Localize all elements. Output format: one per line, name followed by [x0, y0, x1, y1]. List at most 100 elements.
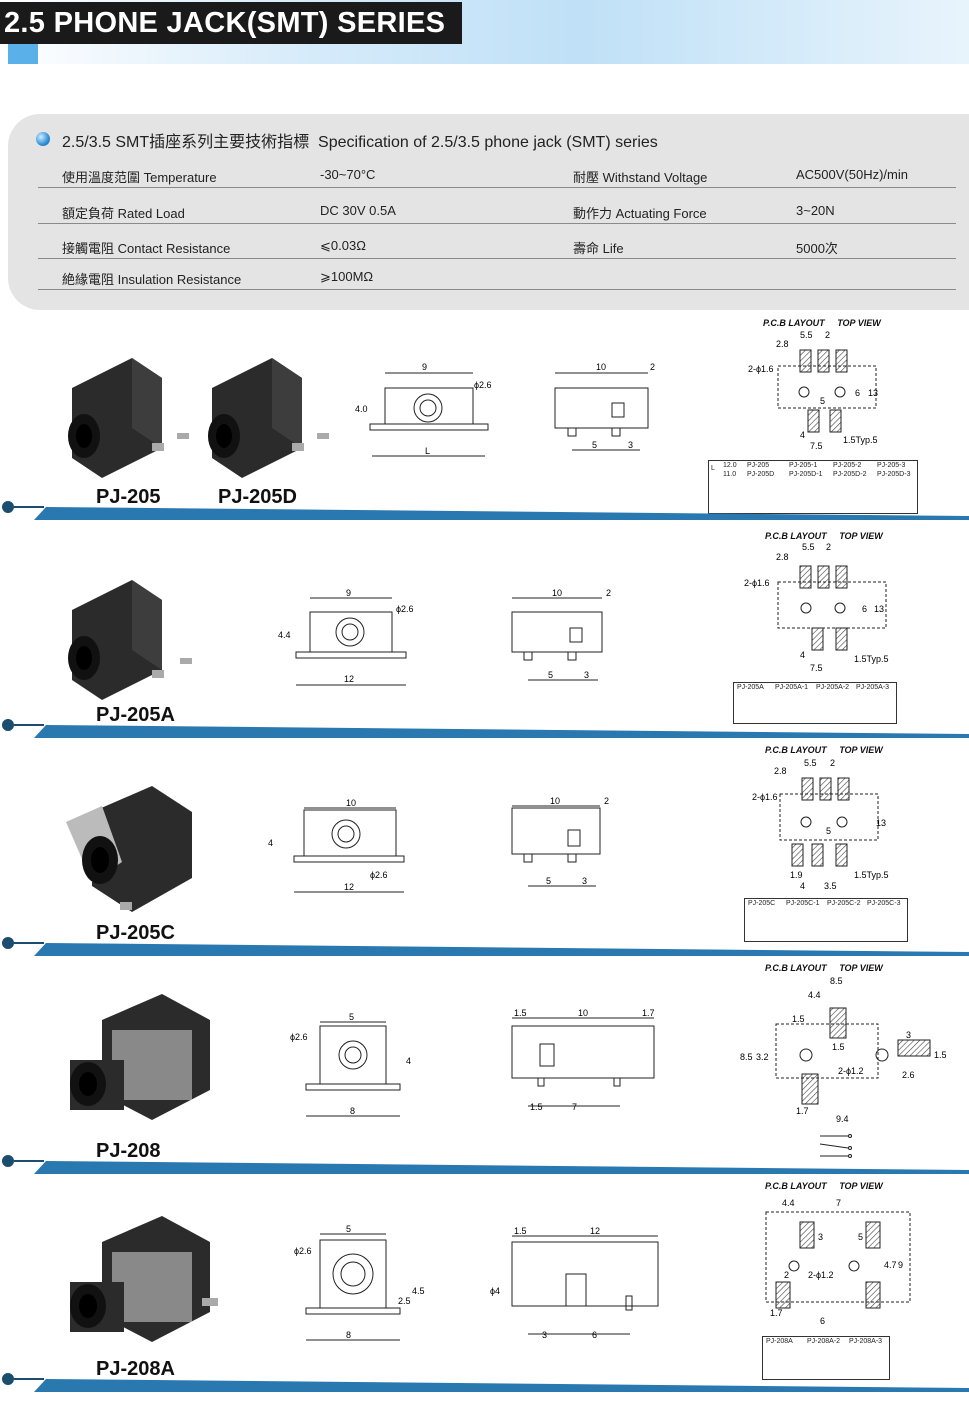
table-cell: PJ-205 [747, 462, 770, 469]
side-view-drawing [554, 372, 649, 451]
side-view-drawing [511, 805, 601, 887]
dim-label: 3 [818, 1232, 823, 1242]
table-cell: PJ-205A-3 [856, 684, 890, 691]
dim-label: 5.5 [804, 758, 817, 768]
side-view-drawing [511, 597, 603, 681]
jack-photo [68, 580, 192, 700]
pcb-layout-drawing [777, 565, 887, 651]
pcb-layout-label: P.C.B LAYOUT TOP VIEW [765, 963, 883, 973]
pcb-layout-text: P.C.B LAYOUT [765, 745, 827, 755]
dim-label: 2 [604, 796, 609, 806]
spec-value: ⩾100MΩ [320, 269, 374, 284]
dim-label: 6 [820, 1316, 825, 1326]
dim-label: 5 [826, 826, 831, 836]
dim-label: 8.5 [830, 976, 843, 986]
dim-label: 9 [422, 362, 427, 372]
table-cell: PJ-205A [737, 684, 764, 691]
pcb-layout-drawing [765, 1211, 911, 1309]
dim-label: 1.5 [934, 1050, 947, 1060]
spec-label: 耐壓 Withstand Voltage [573, 170, 708, 185]
dim-label: 2 [784, 1270, 789, 1280]
spec-value: 3~20N [796, 203, 835, 218]
dim-label: 4.7 [884, 1260, 897, 1270]
dim-label: 5.5 [802, 542, 815, 552]
dim-label: 5 [548, 670, 553, 680]
switch-schematic [819, 1134, 852, 1158]
section-pj205-drawings: 9 ϕ2.6 4.0 L 10 2 5 3 5.5 2 2.8 2-ϕ1.6 6… [68, 330, 878, 478]
page-title: 2.5 PHONE JACK(SMT) SERIES [0, 2, 462, 44]
dim-label: 2.8 [774, 766, 787, 776]
dim-label: 1.5 [514, 1008, 527, 1018]
spec-value: AC500V(50Hz)/min [796, 167, 908, 182]
dim-label: 4.4 [278, 630, 291, 640]
dim-label: 1.5 [832, 1042, 845, 1052]
header-accent [8, 44, 38, 64]
dim-label: 4.4 [782, 1198, 795, 1208]
table-cell: PJ-205C-3 [867, 900, 901, 907]
table-cell: L [711, 465, 715, 472]
table-cell: PJ-205C [748, 900, 776, 907]
dim-label: 2-ϕ1.6 [748, 364, 774, 374]
dim-label: 2-ϕ1.2 [808, 1270, 834, 1280]
spec-title-cn: 2.5/3.5 SMT插座系列主要技術指標 [62, 134, 310, 151]
variant-table: PJ-205C PJ-205C-1 PJ-205C-2 PJ-205C-3 [744, 898, 908, 942]
dim-label: 2 [825, 330, 830, 340]
dim-label: 12 [590, 1226, 600, 1236]
top-view-text: TOP VIEW [839, 745, 883, 755]
section-pj208-drawings: 5 ϕ2.6 4 8 1.5 10 1.7 1.5 7 8.5 4.4 1.5 … [70, 976, 947, 1158]
dim-label: 4.5 [412, 1286, 425, 1296]
table-cell: PJ-205D-2 [833, 471, 867, 478]
dim-label: 5 [592, 440, 597, 450]
section-pj205c-drawings: 10 ϕ2.6 4 12 10 2 5 3 5.5 2 2.8 2-ϕ1.6 5… [66, 758, 889, 912]
model-name: PJ-205 [96, 486, 161, 508]
dim-label: 3 [582, 876, 587, 886]
table-cell: PJ-205-2 [833, 462, 862, 469]
dim-label: 9 [898, 1260, 903, 1270]
spec-label: 接觸電阻 Contact Resistance [62, 241, 231, 256]
dim-label: 1.9 [790, 870, 803, 880]
pcb-layout-text: P.C.B LAYOUT [765, 531, 827, 541]
dim-label: 3 [628, 440, 633, 450]
dim-label: 6 [855, 388, 860, 398]
table-cell: PJ-205C-1 [786, 900, 820, 907]
dim-label: 5 [349, 1012, 354, 1022]
dim-label: 4.0 [355, 404, 368, 414]
table-cell: PJ-205D-3 [877, 471, 911, 478]
pcb-layout-label: P.C.B LAYOUT TOP VIEW [765, 745, 883, 755]
table-cell: 11.0 [723, 471, 737, 478]
dim-label: 3 [584, 670, 589, 680]
dim-label: 1.7 [796, 1106, 809, 1116]
dim-label: 13 [868, 388, 878, 398]
dim-label: 2 [606, 588, 611, 598]
dim-label: 1.5Typ.5 [854, 870, 889, 880]
table-cell: PJ-205D [747, 471, 775, 478]
dim-label: ϕ4 [490, 1286, 500, 1296]
side-view-drawing [511, 1017, 655, 1107]
spec-title-en: Specification of 2.5/3.5 phone jack (SMT… [318, 134, 658, 151]
dim-label: 1.5 [530, 1102, 543, 1112]
dim-label: 4 [268, 838, 273, 848]
dim-label: ϕ2.6 [294, 1246, 312, 1256]
spec-panel [8, 114, 969, 310]
dim-label: 7.5 [810, 663, 823, 673]
dim-label: 1.7 [642, 1008, 655, 1018]
dim-label: 9.4 [836, 1114, 849, 1124]
table-cell: PJ-205A-2 [816, 684, 850, 691]
table-cell: PJ-205-1 [789, 462, 818, 469]
dim-label: 7 [836, 1198, 841, 1208]
variant-table: PJ-205A PJ-205A-1 PJ-205A-2 PJ-205A-3 [733, 682, 897, 724]
pcb-layout-label: P.C.B LAYOUT TOP VIEW [765, 531, 883, 541]
dim-label: ϕ2.6 [290, 1032, 308, 1042]
table-cell: PJ-205C-2 [827, 900, 861, 907]
spec-row: 絶緣電阻 Insulation Resistance ⩾100MΩ [38, 265, 956, 290]
dim-label: ϕ2.6 [370, 870, 388, 880]
dim-label: 2-ϕ1.6 [744, 578, 770, 588]
front-view-drawing [369, 372, 489, 457]
dim-label: 8 [346, 1330, 351, 1340]
top-view-text: TOP VIEW [839, 1181, 883, 1191]
side-view-drawing [511, 1235, 659, 1335]
dim-label: ϕ2.6 [474, 380, 492, 390]
table-cell: PJ-205A-1 [775, 684, 809, 691]
dim-label: 1.5Typ.5 [843, 435, 878, 445]
dim-label: 7.5 [810, 441, 823, 451]
